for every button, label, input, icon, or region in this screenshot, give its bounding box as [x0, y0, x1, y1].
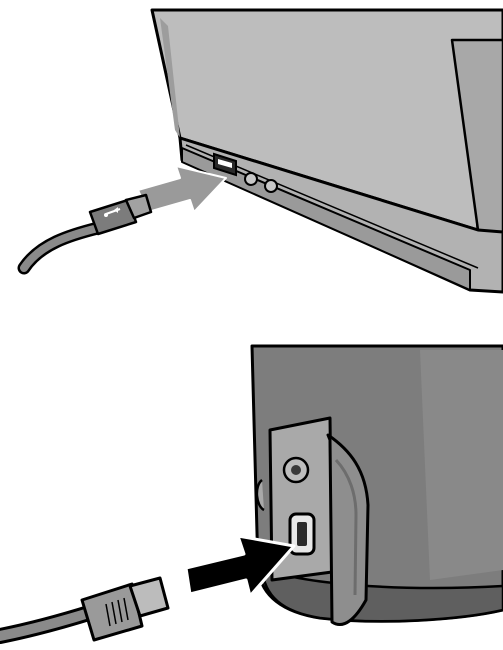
audio-jack-icon	[245, 173, 257, 185]
usb-a-plug-icon	[90, 195, 151, 234]
laptop-connection-panel	[0, 0, 503, 300]
camera-connection-panel	[0, 300, 503, 650]
laptop-illustration	[0, 0, 503, 300]
usb-b-plug-icon	[82, 578, 168, 640]
audio-jack-icon	[265, 180, 277, 192]
camera-illustration	[0, 300, 503, 650]
av-port-icon	[284, 458, 308, 482]
